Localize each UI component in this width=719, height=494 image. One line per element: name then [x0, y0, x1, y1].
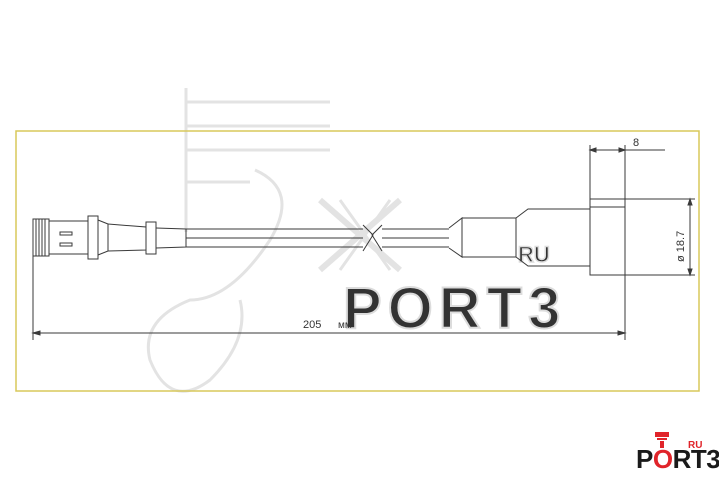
dimension-diameter-label: ø 18.7: [675, 231, 687, 262]
watermark-wordmark: PORT3 RU: [342, 241, 566, 342]
port3-logo: PORT3 RU: [636, 432, 719, 480]
watermark: [146, 88, 402, 393]
dimension-width-label: 8: [633, 137, 639, 149]
dimension-length-value: 205: [303, 319, 321, 331]
watermark-brand: PORT3: [343, 276, 566, 341]
piston-icon: [655, 432, 669, 448]
sensor-drawing: [31, 145, 695, 340]
dimension-length: [31, 256, 627, 340]
logo-suffix: RU: [688, 440, 703, 451]
dimension-diameter: [625, 197, 695, 277]
watermark-suffix: RU: [518, 242, 550, 267]
sensor-body: [448, 198, 626, 276]
drawing-frame: [15, 130, 700, 392]
connector-plug: [32, 215, 187, 260]
cable: [186, 224, 449, 252]
dimension-width: [588, 145, 665, 199]
dimension-length-unit: мм: [338, 320, 352, 331]
logo-wordmark: PORT3: [636, 444, 719, 474]
